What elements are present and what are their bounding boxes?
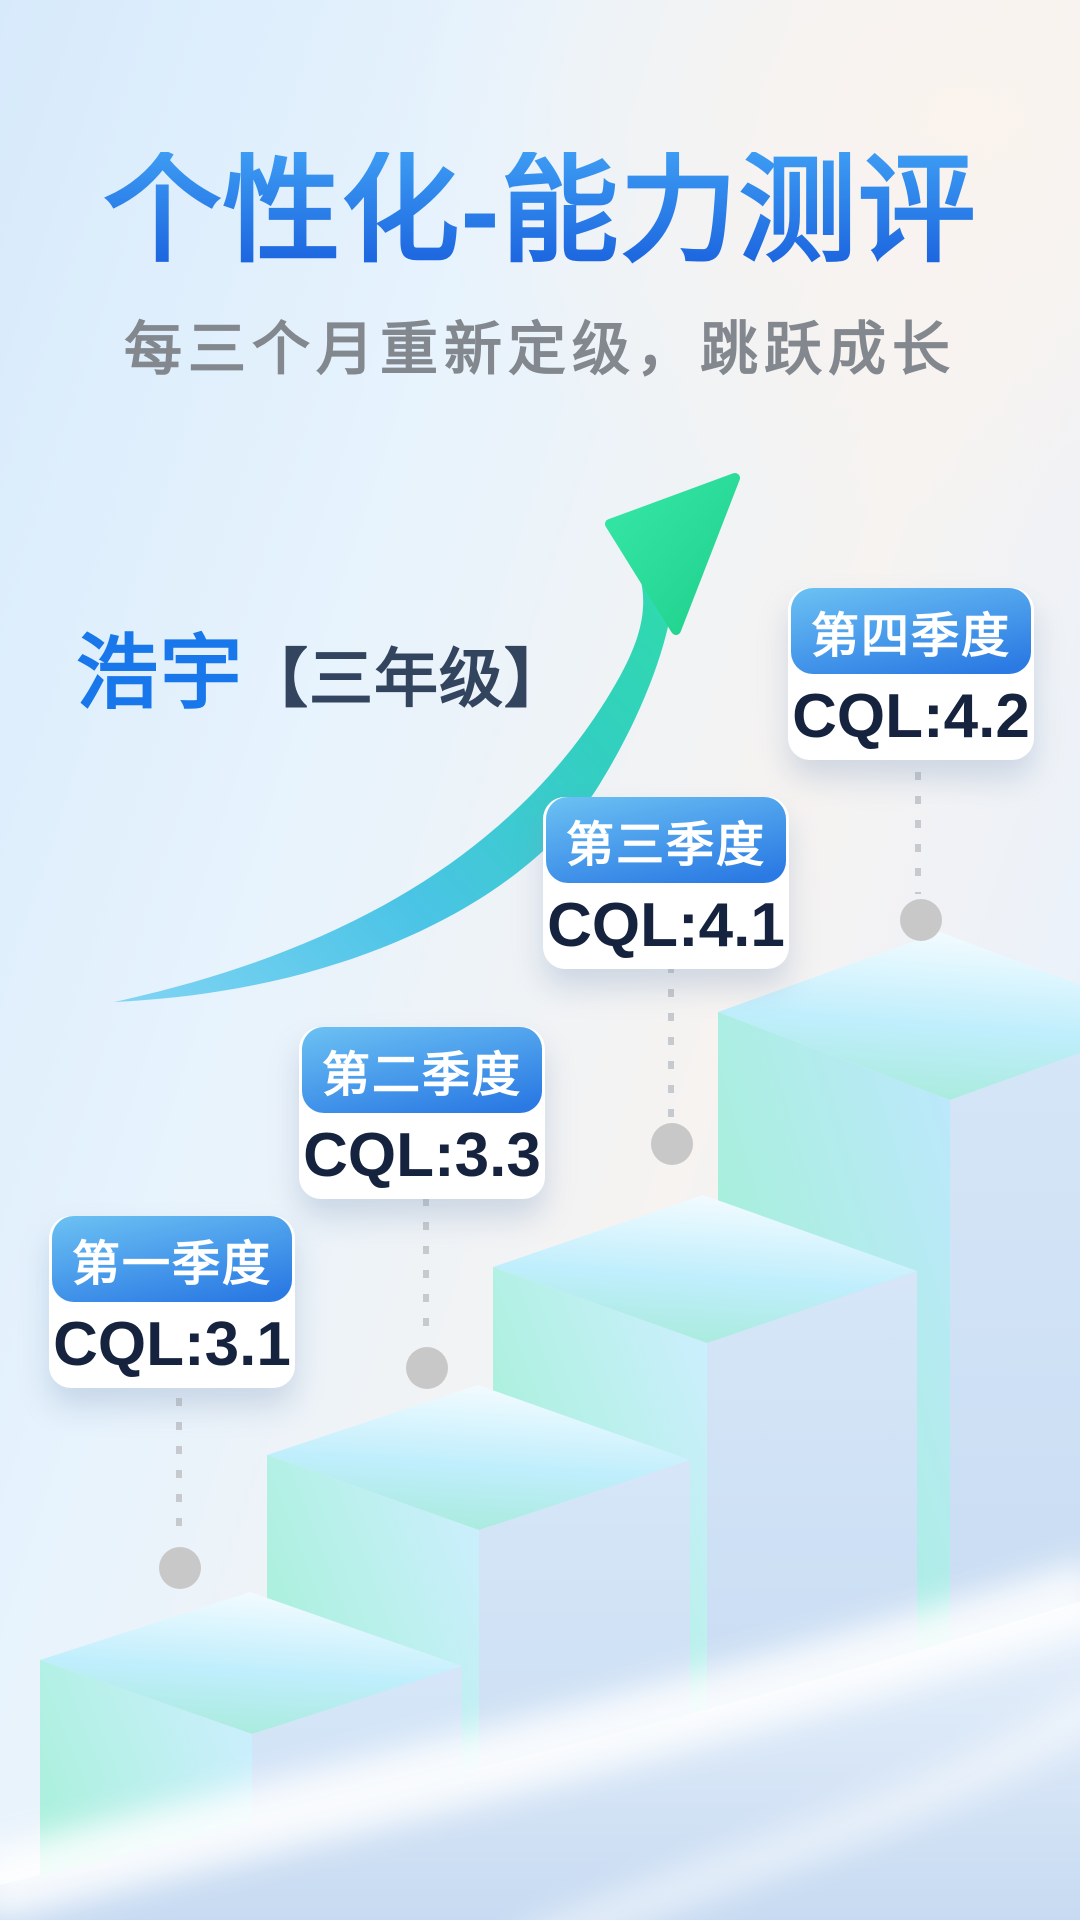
badge-score-value: CQL:3.1 [53, 1309, 291, 1379]
badge-quarter-label: 第二季度 [302, 1027, 542, 1113]
student-name: 浩宇 [76, 628, 245, 719]
badge-score-value: CQL:4.1 [547, 890, 785, 960]
badge-quarter-label: 第四季度 [791, 588, 1031, 674]
connectors [176, 772, 921, 1540]
quarter-badge-2: 第二季度 CQL:3.3 [299, 1027, 545, 1199]
arrow-head-icon [605, 473, 740, 635]
student-line: 浩宇【三年级】 [76, 606, 569, 725]
page-title: 个性化-能力测评 [0, 152, 1080, 270]
badge-score-value: CQL:3.3 [303, 1120, 541, 1190]
growth-arrow-swoosh [114, 577, 672, 1002]
connector-dot-q3 [651, 1123, 693, 1165]
quarter-badge-1: 第一季度 CQL:3.1 [49, 1216, 295, 1388]
connector-dot-q1 [159, 1547, 201, 1589]
growth-arrow [114, 473, 740, 1002]
connector-dot-q4 [900, 899, 942, 941]
floor [0, 1561, 1080, 1920]
badge-quarter-label: 第一季度 [52, 1216, 292, 1302]
connector-dot-q2 [406, 1347, 448, 1389]
connector-dots [159, 899, 942, 1589]
quarter-badge-3: 第三季度 CQL:4.1 [543, 797, 789, 969]
badge-quarter-label: 第三季度 [546, 797, 786, 883]
badge-score-value: CQL:4.2 [792, 681, 1030, 751]
page-subtitle: 每三个月重新定级，跳跃成长 [123, 317, 956, 382]
quarter-badge-4: 第四季度 CQL:4.2 [788, 588, 1034, 760]
student-grade: 【三年级】 [244, 643, 570, 715]
